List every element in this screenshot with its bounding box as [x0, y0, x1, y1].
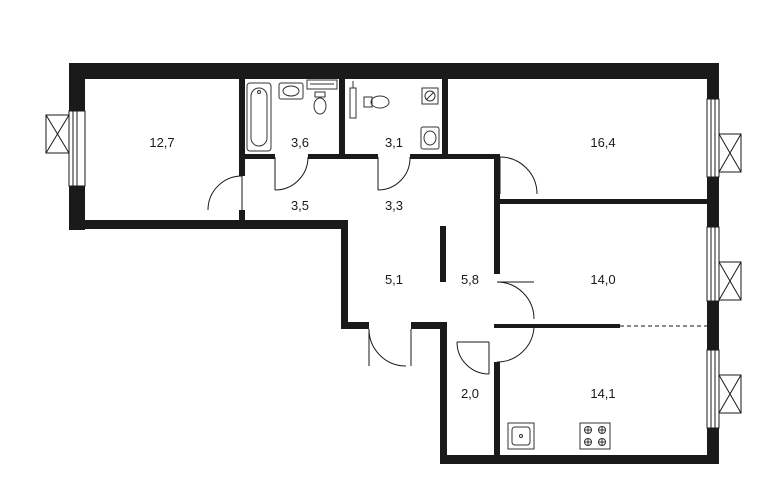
boiler-icon [421, 87, 439, 105]
shower-pipe-icon [349, 81, 357, 119]
hand-sink-icon [420, 126, 440, 150]
area-hall-left: 3,5 [291, 198, 309, 213]
wall-bedroom-kitchen [494, 324, 620, 328]
wall-corridor-right-b [494, 194, 500, 274]
wall-right-c [707, 301, 719, 350]
door-wardrobe [368, 328, 412, 367]
bathtub-icon [246, 82, 272, 152]
door-kitchen [496, 326, 535, 363]
wall-wardrobe-right-a [440, 226, 446, 282]
area-wardrobe: 5,1 [385, 272, 403, 287]
stove-icon [579, 422, 611, 450]
doors [207, 156, 538, 375]
wall-bedroom-left-stub [239, 210, 245, 224]
window-left [45, 110, 86, 187]
wall-left-upper [69, 63, 85, 111]
wall-center-left [440, 325, 447, 464]
wall-bath-bottom-b [308, 154, 378, 159]
area-hall-center: 3,3 [385, 198, 403, 213]
wall-bath-toilet [339, 79, 345, 157]
area-kitchen: 14,1 [590, 386, 615, 401]
area-corridor: 5,8 [461, 272, 479, 287]
wall-wardrobe-bottom-a [341, 322, 369, 329]
area-storage: 2,0 [461, 386, 479, 401]
window-right-3 [706, 349, 742, 429]
wall-left-lower [69, 186, 85, 230]
windows [45, 98, 742, 429]
inner-walls [239, 79, 707, 457]
area-labels: 12,7 3,6 3,1 16,4 3,5 3,3 5,1 5,8 14,0 2… [149, 135, 615, 401]
wall-corridor-right-c [494, 362, 500, 457]
window-right-2 [706, 226, 742, 302]
wall-toilet-right [442, 79, 448, 159]
wall-hall-stub [239, 154, 245, 176]
wall-corridor-right-a [494, 154, 500, 194]
wall-top [69, 63, 719, 79]
wall-wardrobe-left [341, 226, 348, 329]
door-toilet [377, 156, 411, 191]
door-living [499, 156, 538, 195]
door-storage [456, 341, 490, 375]
wall-bath-left [239, 79, 245, 157]
area-bedroom-right: 14,0 [590, 272, 615, 287]
area-toilet: 3,1 [385, 135, 403, 150]
wall-left-bottom [69, 220, 348, 229]
area-living-room: 16,4 [590, 135, 615, 150]
wall-wardrobe-bottom-b [411, 322, 447, 329]
fixtures [246, 79, 611, 450]
wall-bath-bottom-a [239, 154, 275, 159]
toilet-icon-bath [313, 91, 327, 115]
window-right-1 [706, 98, 742, 178]
toilet-icon [363, 95, 390, 109]
area-bathroom: 3,6 [291, 135, 309, 150]
area-bedroom-left: 12,7 [149, 135, 174, 150]
wall-bedroom-right-top [494, 199, 707, 204]
wall-toilet-bottom [410, 154, 500, 159]
wall-bottom [440, 455, 719, 464]
sink-icon [278, 82, 304, 100]
washing-machine-icon [306, 79, 338, 90]
door-bedroom-right [496, 281, 535, 320]
wall-right-a [707, 63, 719, 99]
door-bedroom-left [207, 175, 243, 211]
kitchen-sink-icon [507, 422, 535, 450]
door-bathroom [274, 156, 309, 191]
outer-walls [69, 63, 719, 464]
wall-right-b [707, 177, 719, 227]
